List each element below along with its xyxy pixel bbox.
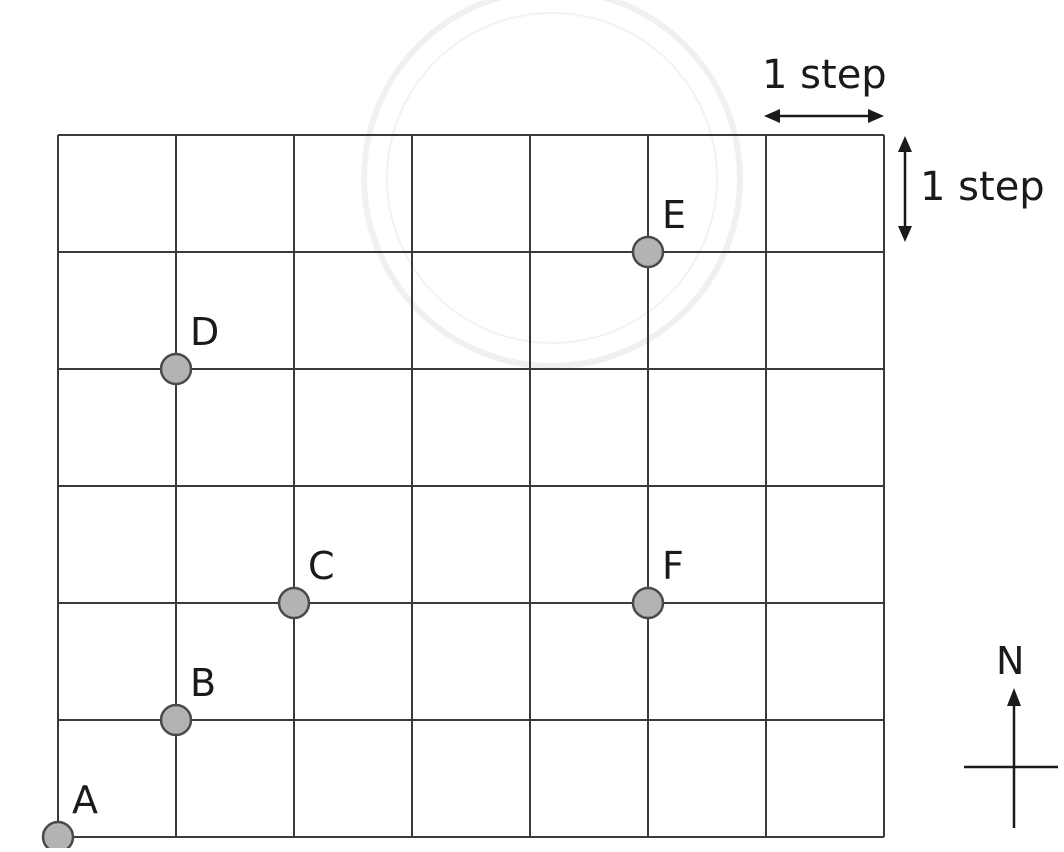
point-label: E xyxy=(662,193,686,237)
point-c: C xyxy=(277,544,335,620)
horizontal-scale-label: 1 step xyxy=(762,52,887,98)
horizontal-scale: 1 step xyxy=(762,52,887,123)
vertical-scale: 1 step xyxy=(898,136,1045,242)
point-marker xyxy=(41,820,75,852)
point-d: D xyxy=(159,310,219,386)
point-e: E xyxy=(631,193,686,269)
vertical-scale-arrowhead-top xyxy=(898,136,912,152)
point-label: C xyxy=(308,544,335,588)
points-layer: A B C D E F xyxy=(41,193,686,852)
vertical-scale-label: 1 step xyxy=(920,164,1045,210)
horizontal-scale-arrowhead-left xyxy=(764,109,780,123)
point-b: B xyxy=(159,661,216,737)
horizontal-scale-arrowhead-right xyxy=(868,109,884,123)
point-marker xyxy=(159,352,193,386)
point-marker xyxy=(631,235,665,269)
point-label: D xyxy=(190,310,219,354)
compass-north-arrowhead xyxy=(1007,688,1021,706)
vertical-scale-arrowhead-bottom xyxy=(898,226,912,242)
point-marker xyxy=(631,586,665,620)
point-label: A xyxy=(72,778,98,822)
point-f: F xyxy=(631,544,684,620)
compass: N xyxy=(964,639,1058,828)
compass-north-label: N xyxy=(996,639,1024,683)
watermark-stamp xyxy=(361,0,743,369)
point-marker xyxy=(277,586,311,620)
point-marker xyxy=(159,703,193,737)
point-a: A xyxy=(41,778,98,852)
point-label: F xyxy=(662,544,684,588)
point-label: B xyxy=(190,661,216,705)
